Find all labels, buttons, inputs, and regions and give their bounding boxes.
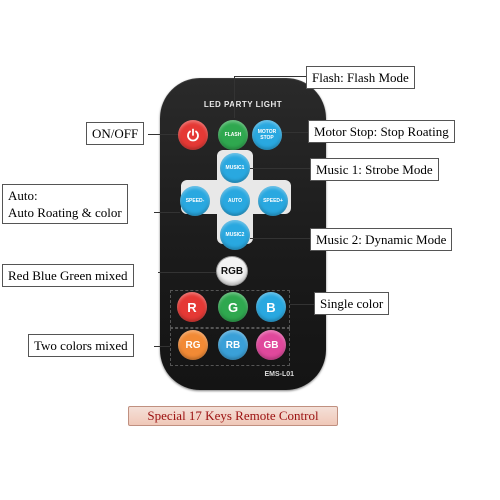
- callout-motor-stop: Motor Stop: Stop Roating: [308, 120, 455, 143]
- blue-button[interactable]: B: [256, 292, 286, 322]
- guide-single-color: [290, 304, 314, 305]
- guide-two-colors: [154, 346, 170, 347]
- power-icon: [187, 128, 199, 142]
- red-button[interactable]: R: [177, 292, 207, 322]
- music2-button[interactable]: MUSIC2: [220, 220, 250, 250]
- callout-music2: Music 2: Dynamic Mode: [310, 228, 453, 251]
- motor-stop-button[interactable]: MOTOR STOP: [252, 120, 282, 150]
- flash-button[interactable]: FLASH: [218, 120, 248, 150]
- gb-button[interactable]: GB: [256, 330, 286, 360]
- single-color-group: [170, 290, 290, 328]
- guide-auto: [154, 212, 180, 213]
- remote-title: LED PARTY LIGHT: [203, 100, 283, 109]
- speed-minus-button[interactable]: SPEED-: [180, 186, 210, 216]
- remote-model: EMS-L01: [264, 371, 294, 378]
- guide-flash-h: [234, 76, 306, 77]
- callout-music1: Music 1: Strobe Mode: [310, 158, 439, 181]
- callout-rgb-mixed: Red Blue Green mixed: [2, 264, 134, 287]
- guide-motor-stop: [282, 132, 308, 133]
- guide-onoff: [148, 134, 178, 135]
- guide-music2: [250, 238, 310, 239]
- green-button[interactable]: G: [218, 292, 248, 322]
- power-button[interactable]: [178, 120, 208, 150]
- two-colors-group: [170, 328, 290, 366]
- rg-button[interactable]: RG: [178, 330, 208, 360]
- callout-auto-line2: Auto Roating & color: [8, 205, 122, 220]
- speed-plus-button[interactable]: SPEED+: [258, 186, 288, 216]
- rb-button[interactable]: RB: [218, 330, 248, 360]
- music1-button[interactable]: MUSIC1: [220, 153, 250, 183]
- callout-auto-line1: Auto:: [8, 188, 38, 203]
- callout-auto: Auto: Auto Roating & color: [2, 184, 128, 224]
- guide-rgb-mixed: [158, 272, 216, 273]
- callout-single-color: Single color: [314, 292, 390, 315]
- auto-button[interactable]: AUTO: [220, 186, 250, 216]
- callout-two-colors: Two colors mixed: [28, 334, 134, 357]
- guide-flash-v: [234, 76, 235, 118]
- rgb-button[interactable]: RGB: [216, 256, 248, 286]
- callout-flash: Flash: Flash Mode: [306, 66, 415, 89]
- callout-onoff: ON/OFF: [86, 122, 145, 145]
- guide-music1: [250, 168, 310, 169]
- footer-title: Special 17 Keys Remote Control: [128, 406, 338, 426]
